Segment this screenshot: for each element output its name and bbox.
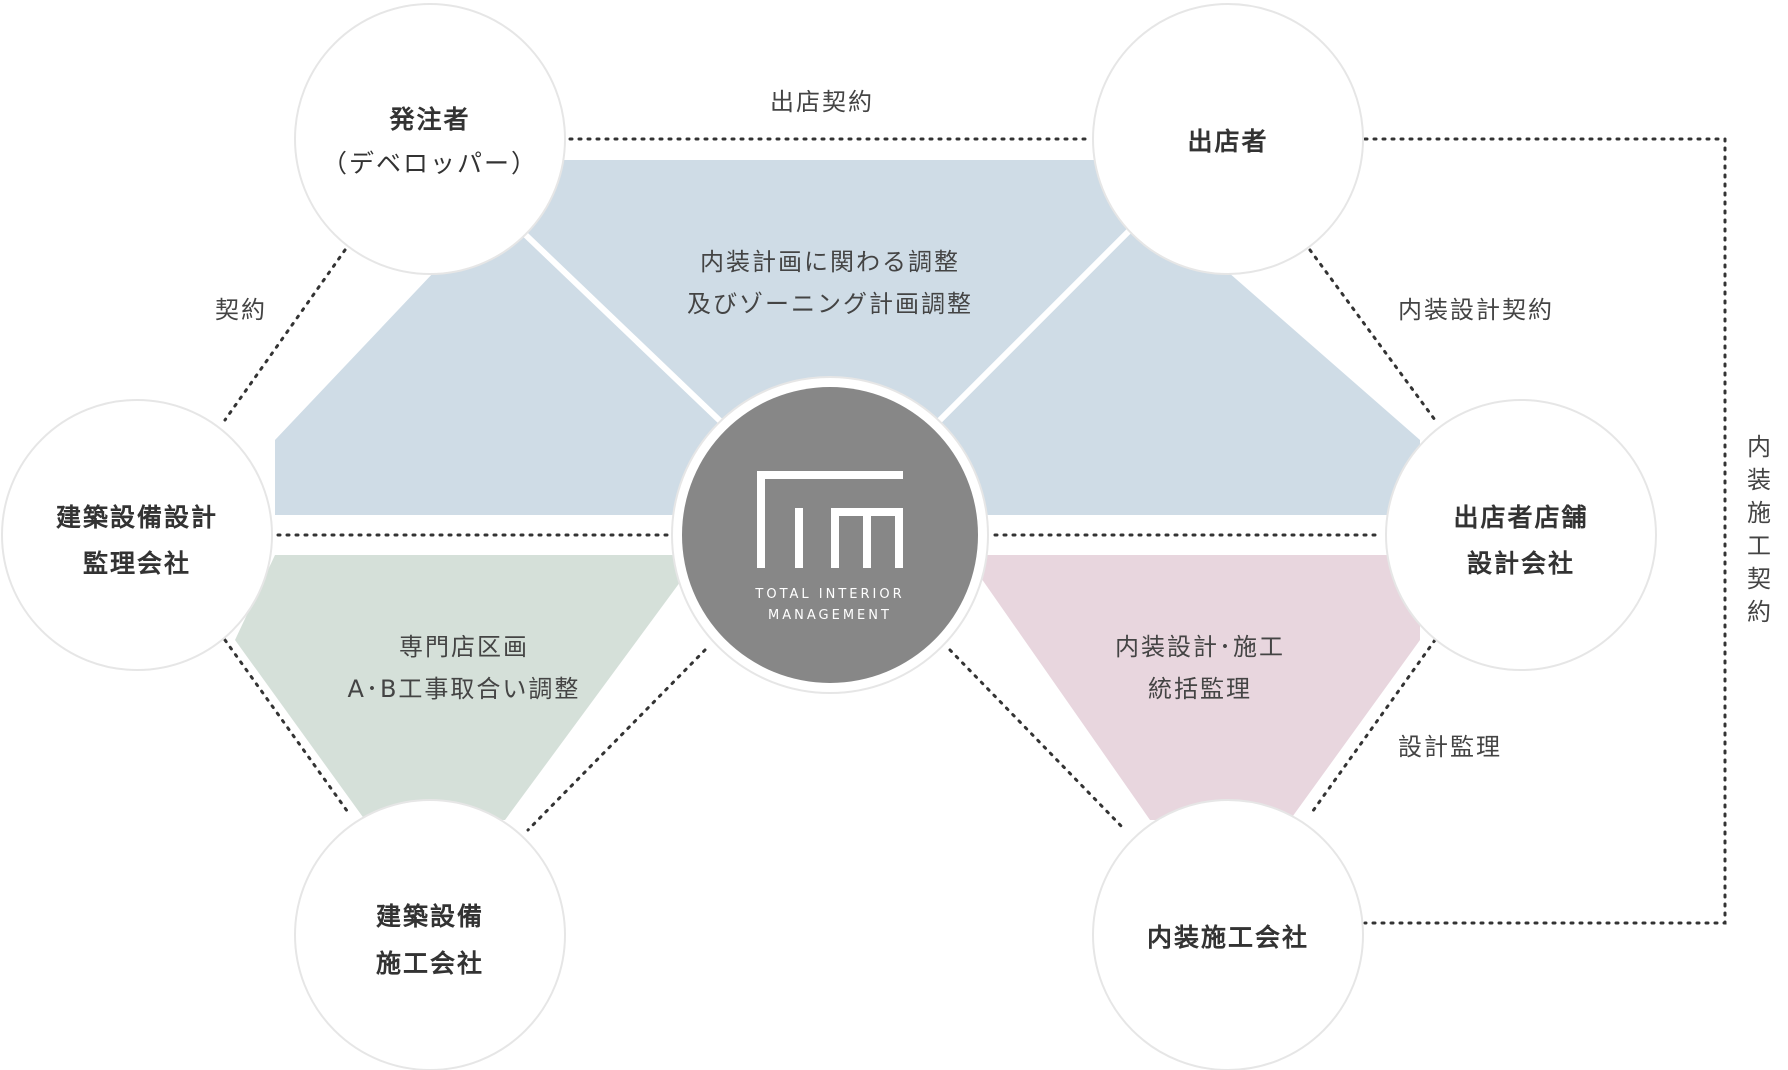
connector-tenant-tenant-design	[1308, 248, 1437, 422]
node-arch-design-line1: 建築設備設計	[56, 503, 218, 532]
node-developer: 発注者 （デベロッパー）	[294, 3, 566, 275]
edge-label-interior-design-contract: 内装設計契約	[1398, 296, 1554, 324]
edge-label-design-supervision: 設計監理	[1398, 733, 1502, 761]
node-tenant-design-line2: 設計会社	[1467, 549, 1575, 578]
area-bottom-right-line1: 内装設計･施工	[1115, 633, 1285, 661]
logo-caption-line1: TOTAL INTERIOR	[754, 587, 904, 602]
edge-vertical-char-6: 約	[1747, 598, 1773, 626]
area-bottom-left-line2: A･B工事取合い調整	[348, 675, 581, 703]
edge-label-interior-construction-contract: 内 装 施 工 契 約	[1747, 433, 1773, 626]
edge-vertical-char-4: 工	[1747, 532, 1773, 560]
node-tenant: 出店者	[1092, 3, 1364, 275]
edge-label-contract: 契約	[215, 296, 267, 324]
area-divider-left	[507, 217, 743, 443]
coordination-area-top	[275, 160, 1420, 515]
node-tenant-design: 出店者店舗 設計会社	[1385, 399, 1657, 671]
edge-label-store-contract: 出店契約	[770, 88, 874, 116]
node-arch-construction-line2: 施工会社	[376, 949, 484, 978]
area-top-line1: 内装計画に関わる調整	[700, 248, 960, 276]
connector-arch-design-arch-construction	[223, 638, 352, 817]
node-arch-design: 建築設備設計 監理会社	[1, 399, 273, 671]
area-bottom-right-line2: 統括監理	[1148, 675, 1252, 703]
node-developer-line2: （デベロッパー）	[322, 149, 538, 178]
coordination-area-bottom-left	[235, 555, 700, 820]
node-arch-construction: 建築設備 施工会社	[294, 799, 566, 1070]
node-arch-construction-line1: 建築設備	[376, 902, 484, 931]
edge-vertical-char-5: 契	[1747, 565, 1773, 593]
connector-center-arch-construction	[526, 648, 707, 832]
connector-tenant-design-interior-construction	[1308, 638, 1437, 817]
center-disc	[682, 387, 978, 683]
node-interior-construction: 内装施工会社	[1092, 799, 1364, 1070]
connector-tenant-interior-construction	[1363, 137, 1727, 925]
center-tim: TOTAL INTERIOR MANAGEMENT	[671, 376, 989, 694]
node-tenant-line1: 出店者	[1187, 127, 1268, 156]
edge-vertical-char-3: 施	[1747, 499, 1773, 527]
edge-vertical-char-1: 内	[1747, 433, 1773, 461]
logo-caption-line2: MANAGEMENT	[768, 608, 892, 623]
node-developer-line1: 発注者	[388, 105, 470, 134]
coordination-area-bottom-right	[965, 555, 1420, 820]
connector-center-interior-construction	[948, 648, 1127, 832]
connector-developer-arch-design	[223, 248, 347, 422]
area-bottom-left-line1: 専門店区画	[399, 633, 529, 661]
connector-lines	[223, 137, 1727, 925]
node-tenant-design-line1: 出店者店舗	[1453, 503, 1588, 532]
area-divider-right	[917, 217, 1143, 443]
tim-logo-icon	[757, 471, 903, 568]
node-interior-construction-line1: 内装施工会社	[1147, 923, 1309, 952]
area-top-line2: 及びゾーニング計画調整	[687, 290, 973, 318]
edge-vertical-char-2: 装	[1747, 466, 1773, 494]
node-arch-design-line2: 監理会社	[83, 549, 191, 578]
